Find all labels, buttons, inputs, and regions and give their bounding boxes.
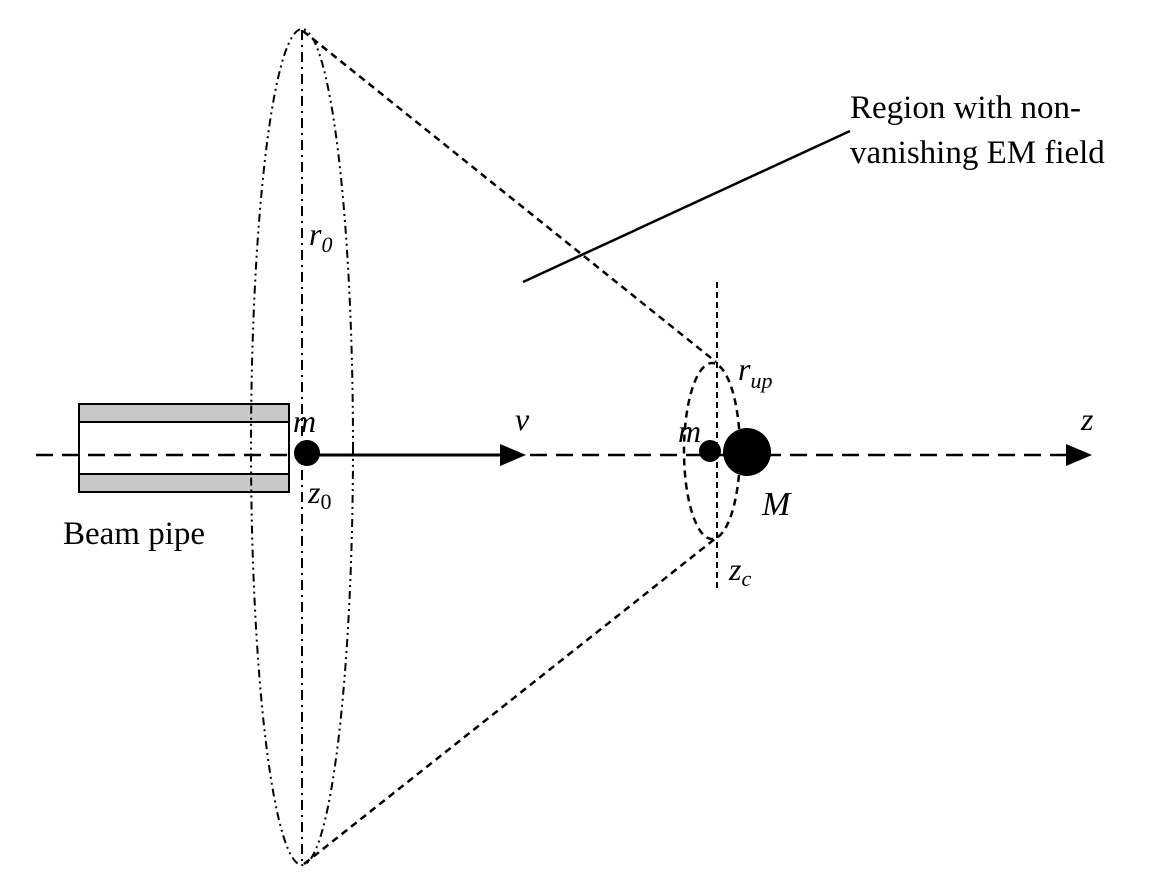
z-axis-arrowhead [1066,444,1092,466]
zc-main: z [728,551,742,587]
r0-subscript: 0 [321,232,332,257]
rup-main: r [738,351,751,387]
z-axis-label: z [1080,401,1094,437]
region-label-line1: Region with non- [850,90,1081,126]
beam-pipe-bottom-wall [78,473,290,493]
m-near-label: m [678,413,701,449]
rup-label: rup [738,351,772,393]
initial-field-ellipse [250,28,354,866]
beam-pipe-label: Beam pipe [63,516,205,552]
M-label: M [761,486,792,523]
particle-m-near [699,440,721,462]
r0-label: r0 [309,216,332,257]
particle-m-initial [294,440,320,466]
velocity-label: v [515,401,530,437]
m-initial-label: m [293,403,316,439]
rup-subscript: up [750,368,772,393]
region-pointer-line [522,129,851,284]
cone-upper-line [302,30,717,363]
cone-lower-line [303,537,717,865]
z0-main: z [307,474,321,510]
region-label-line2: vanishing EM field [850,135,1105,171]
beam-pipe-top-wall [78,403,290,423]
particle-M [723,428,771,476]
z0-label: z0 [307,474,331,514]
z0-subscript: 0 [320,489,331,514]
velocity-arrowhead [500,444,526,466]
beam-pipe [78,403,290,493]
beam-pipe-interior [78,421,290,475]
zc-subscript: c [741,566,751,591]
zc-label: zc [728,551,751,591]
r0-main: r [309,216,322,252]
